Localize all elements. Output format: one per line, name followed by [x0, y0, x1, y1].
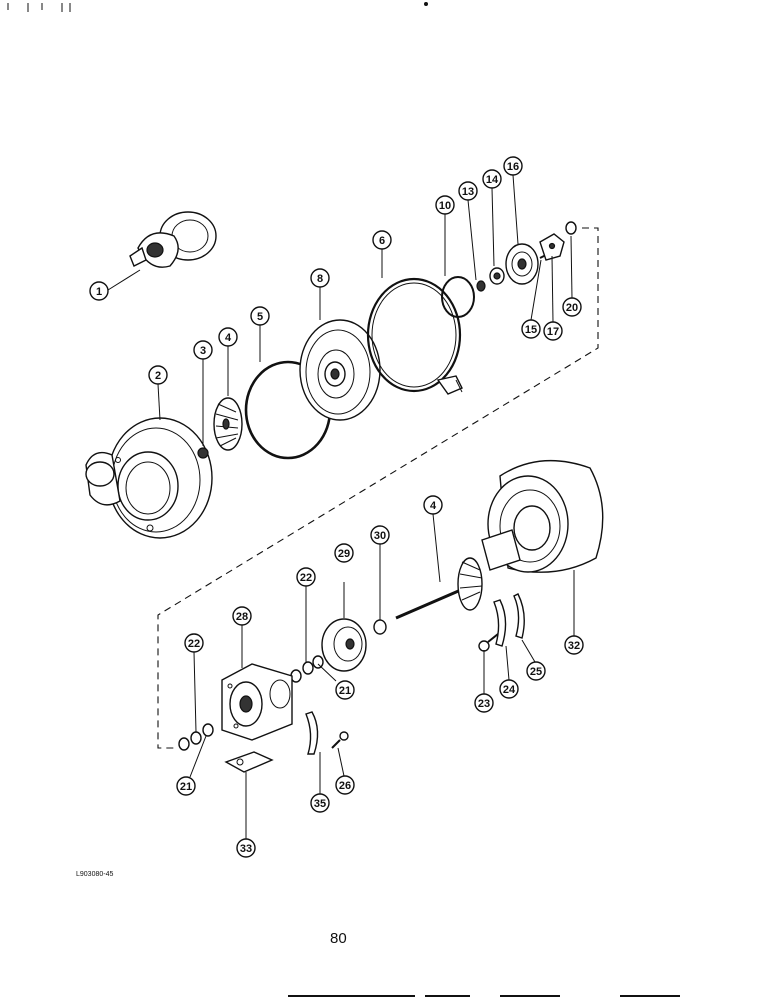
callout-3: 3	[193, 340, 213, 360]
part-bolt	[478, 633, 499, 652]
svg-text:2: 2	[155, 370, 161, 382]
part-heat-shield	[321, 618, 367, 672]
svg-text:21: 21	[180, 781, 192, 793]
part-gasket	[224, 751, 274, 773]
svg-text:35: 35	[314, 798, 326, 810]
callout-24: 24	[499, 679, 519, 699]
svg-text:6: 6	[379, 235, 385, 247]
callout-16: 16	[503, 156, 523, 176]
svg-text:22: 22	[188, 638, 200, 650]
callout-30: 30	[370, 525, 390, 545]
svg-text:23: 23	[478, 698, 490, 710]
leader-lines	[107, 174, 575, 839]
svg-text:30: 30	[374, 530, 386, 542]
callout-13: 13	[458, 181, 478, 201]
part-thrust-collar	[489, 267, 505, 285]
svg-text:4: 4	[225, 332, 232, 344]
svg-text:14: 14	[486, 174, 499, 186]
svg-text:28: 28	[236, 611, 248, 623]
callout-28: 28	[232, 606, 252, 626]
svg-text:8: 8	[317, 273, 323, 285]
part-center-housing	[221, 663, 293, 741]
callout-5: 5	[250, 306, 270, 326]
svg-text:16: 16	[507, 161, 519, 173]
part-seal-ring-lower	[373, 619, 387, 635]
callout-20: 20	[562, 297, 582, 317]
part-backplate	[299, 319, 381, 421]
part-compressor-housing	[85, 417, 213, 539]
assembly-dashed-outline	[157, 227, 599, 749]
callout-6: 6	[372, 230, 392, 250]
callout-35: 35	[310, 793, 330, 813]
svg-text:3: 3	[200, 345, 206, 357]
part-seal-ring	[476, 280, 486, 292]
callout-32: 32	[564, 635, 584, 655]
callout-29: 29	[334, 543, 354, 563]
part-turbine-housing	[481, 459, 604, 573]
svg-text:20: 20	[566, 302, 578, 314]
part-lock-plate	[539, 233, 565, 261]
callout-17: 17	[543, 321, 563, 341]
part-turbine-wheel-shaft	[395, 557, 483, 620]
part-nut	[197, 447, 209, 459]
svg-text:29: 29	[338, 548, 350, 560]
page-number: 80	[330, 930, 347, 947]
part-clamp-plate-lower	[305, 711, 319, 755]
part-retaining-ring	[441, 276, 475, 318]
callout-22-upper: 22	[296, 567, 316, 587]
svg-text:1: 1	[96, 286, 102, 298]
callout-26: 26	[335, 775, 355, 795]
svg-text:26: 26	[339, 780, 351, 792]
callout-8: 8	[310, 268, 330, 288]
svg-text:32: 32	[568, 640, 580, 652]
svg-text:22: 22	[300, 572, 312, 584]
callout-2: 2	[148, 365, 168, 385]
part-clamp-plate	[493, 599, 507, 647]
drawing-code: L903080-45	[76, 871, 114, 878]
callout-25: 25	[526, 661, 546, 681]
part-clamp-plate-right	[513, 593, 525, 639]
callout-22-lower: 22	[184, 633, 204, 653]
top-edge-marks	[7, 2, 428, 12]
svg-text:17: 17	[547, 326, 559, 338]
part-bolt-lower	[331, 731, 349, 749]
part-bearing-set-upper	[290, 655, 324, 683]
svg-text:4: 4	[430, 500, 437, 512]
part-bearing-set-lower	[178, 723, 214, 751]
callout-21-lower: 21	[176, 776, 196, 796]
part-washer	[565, 221, 577, 235]
svg-text:10: 10	[439, 200, 451, 212]
callout-15: 15	[521, 319, 541, 339]
callout-1: 1	[89, 281, 109, 301]
svg-text:21: 21	[339, 685, 351, 697]
svg-text:13: 13	[462, 186, 474, 198]
svg-text:25: 25	[530, 666, 542, 678]
callout-23: 23	[474, 693, 494, 713]
svg-text:5: 5	[257, 311, 263, 323]
svg-text:24: 24	[503, 684, 516, 696]
svg-text:15: 15	[525, 324, 537, 336]
callout-4-lower: 4	[423, 495, 443, 515]
callout-labels: 1 2 3 4 5 8 6 10 13 14 16 15 17 20 4 30 …	[89, 156, 584, 858]
part-compressor-wheel	[213, 397, 243, 451]
part-turbocharger-assembly	[129, 211, 217, 268]
callout-21-upper: 21	[335, 680, 355, 700]
callout-10: 10	[435, 195, 455, 215]
callout-4-upper: 4	[218, 327, 238, 347]
svg-text:33: 33	[240, 843, 252, 855]
callout-14: 14	[482, 169, 502, 189]
part-thrust-bearing	[505, 243, 539, 285]
callout-33: 33	[236, 838, 256, 858]
part-v-band-clamp	[366, 277, 463, 395]
